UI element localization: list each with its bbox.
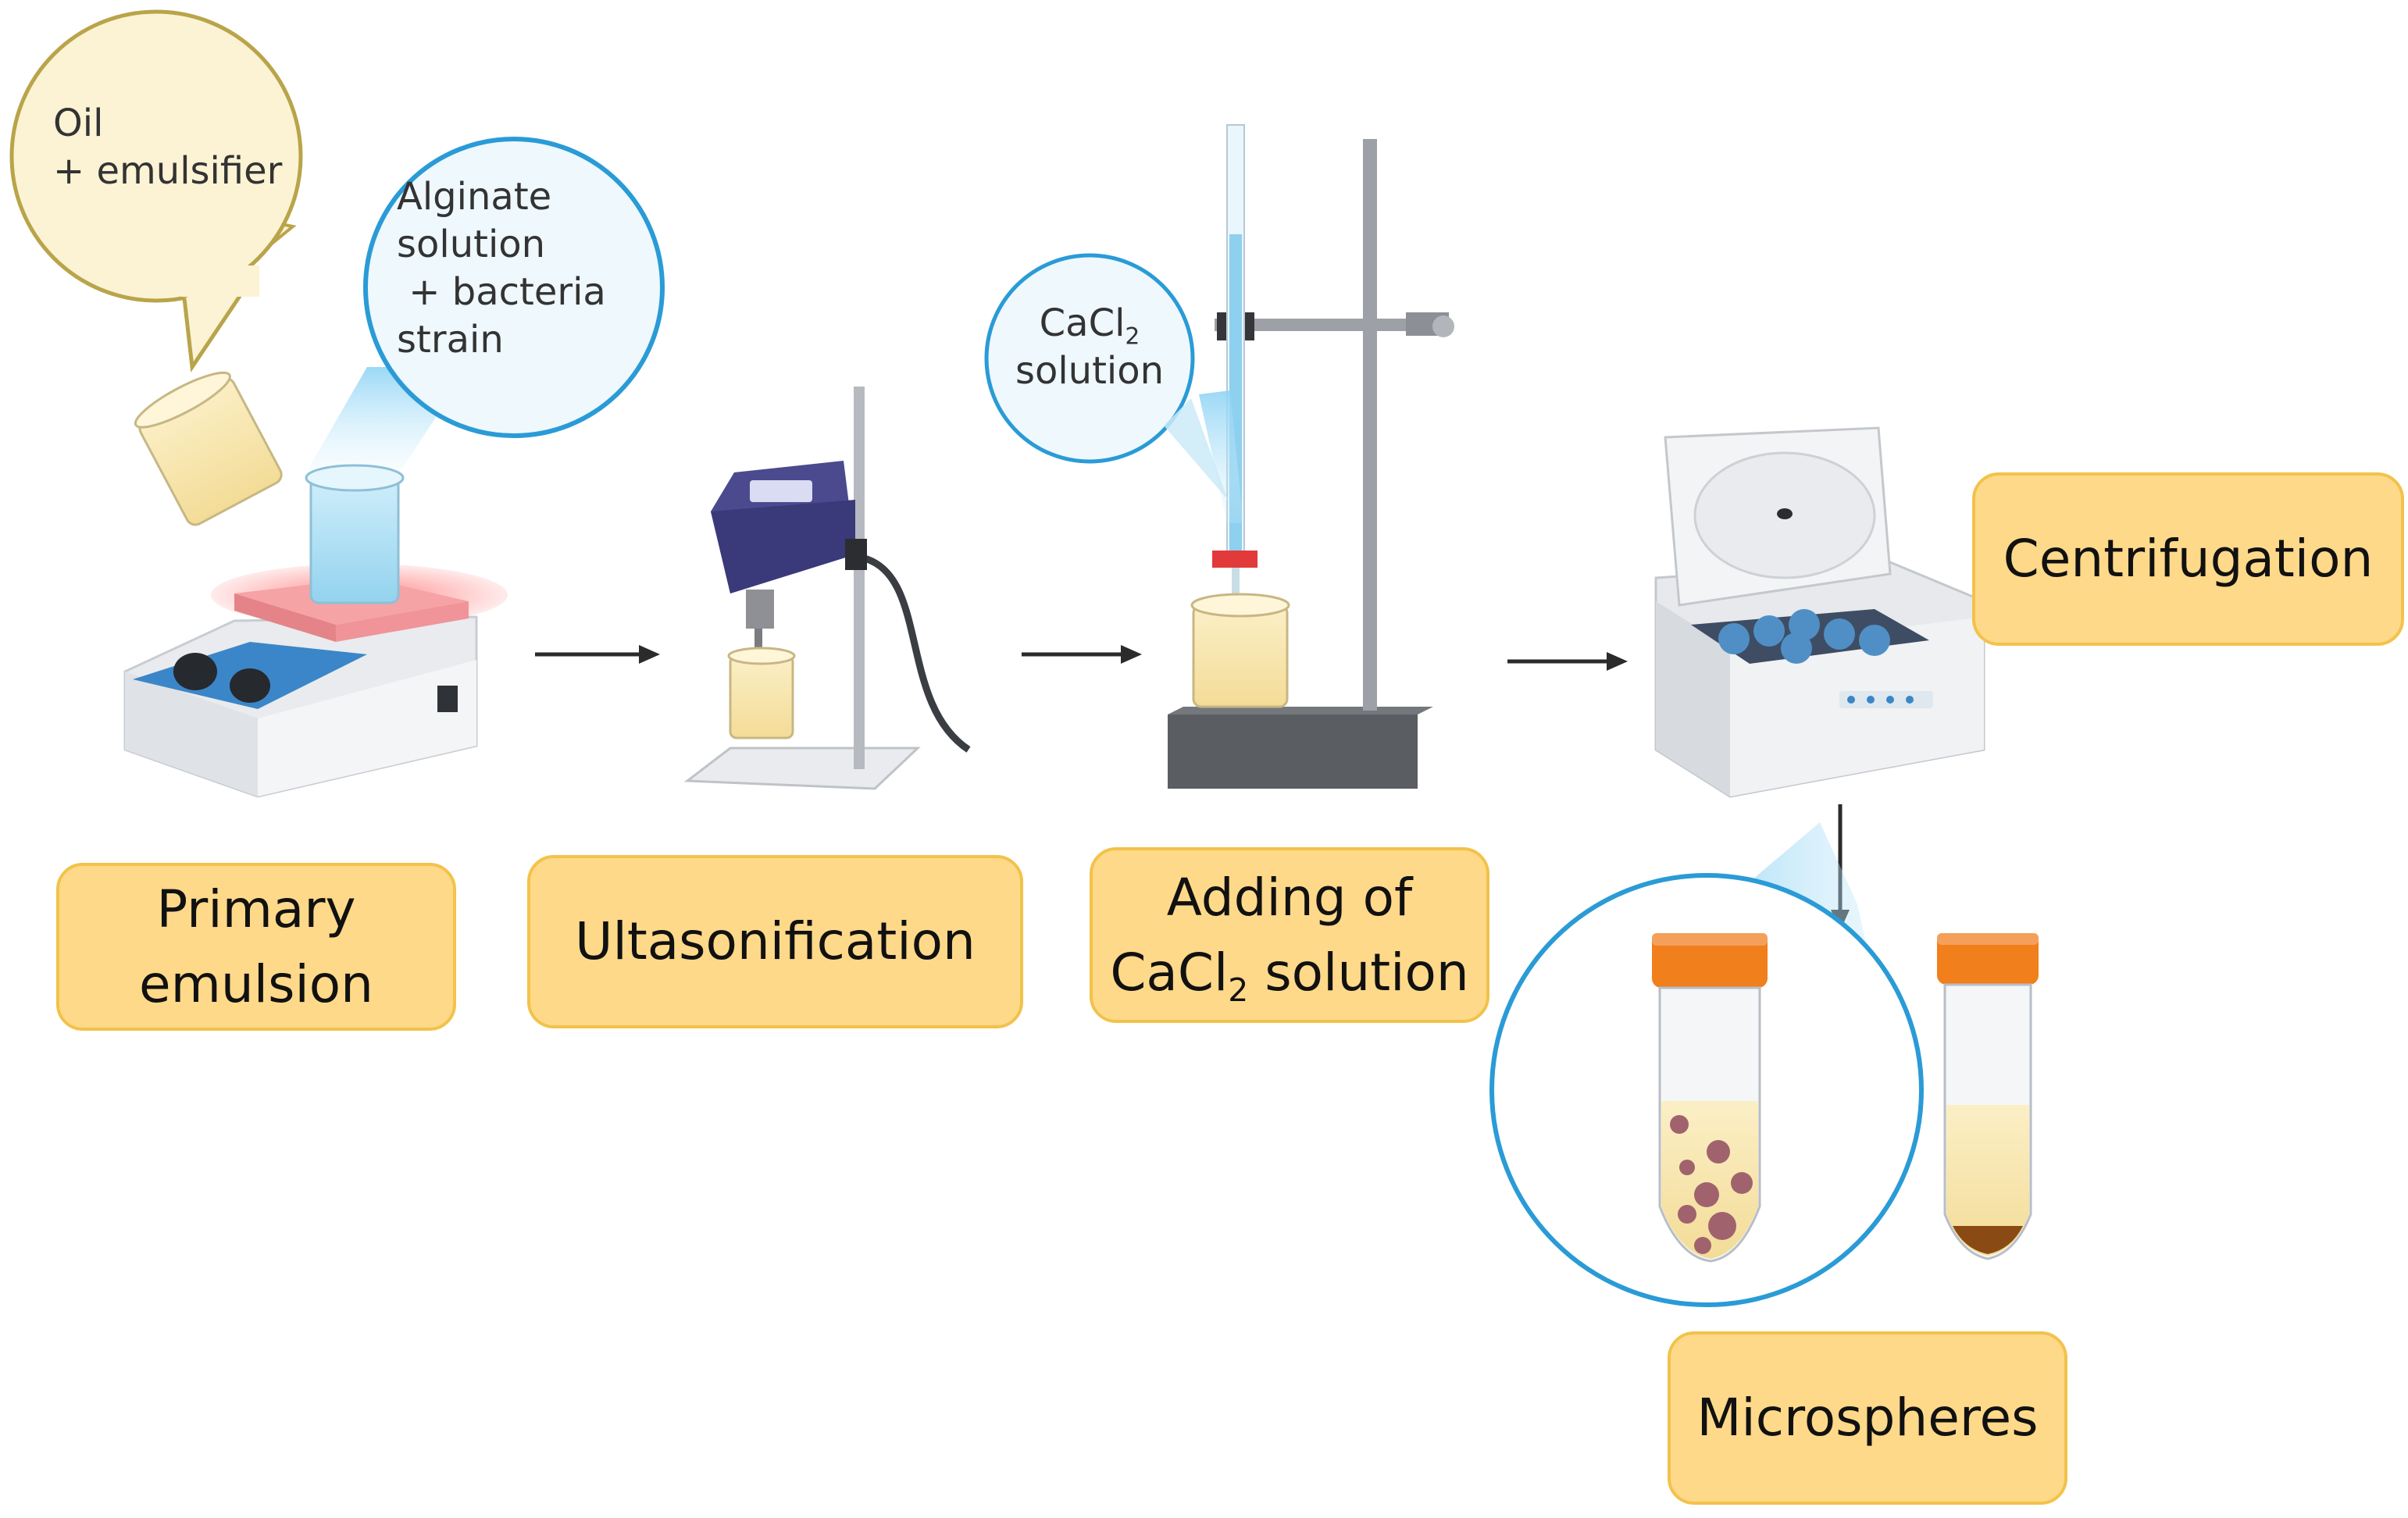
centrifugation-text: Centrifugation (2003, 529, 2374, 590)
microspheres-text: Microspheres (1696, 1388, 2039, 1449)
cacl2-bubble-text: CaCl2 solution (1011, 300, 1168, 395)
cacl2-subscript: 2 (1125, 322, 1140, 351)
oil-emulsifier-bubble (9, 9, 303, 373)
alginate-text-line-1: Alginate (397, 175, 552, 219)
alginate-text-line-4: strain (397, 317, 504, 362)
magnetic-stirrer-icon (123, 464, 508, 798)
cacl2-main: CaCl (1039, 301, 1126, 345)
primary-line-2: emulsion (139, 953, 373, 1014)
adding-cacl2-label: Adding of CaCl2 solution (1090, 847, 1489, 1023)
centrifugation-label: Centrifugation (1972, 472, 2404, 646)
cacl2-bubble (984, 253, 1243, 523)
ultasonification-label: Ultasonification (527, 855, 1023, 1028)
primary-line-1: Primary (156, 878, 356, 939)
primary-emulsion-label: Primary emulsion (56, 863, 456, 1031)
cacl2-text-line-2: solution (1015, 348, 1165, 393)
alginate-bubble (309, 137, 665, 469)
tube-with-pellet-icon (1937, 933, 2039, 1260)
oil-bubble-text: Oil + emulsifier (53, 100, 282, 195)
cacl2-text-line-1: CaCl2 (1011, 300, 1168, 348)
oil-text-line-1: Oil (53, 102, 104, 145)
adding-subscript: 2 (1228, 971, 1249, 1009)
centrifuge-icon (1654, 426, 1985, 798)
alginate-text-line-3: + bacteria (397, 269, 606, 314)
alginate-bubble-text: Alginate solution + bacteria strain (397, 173, 606, 364)
alginate-text-line-2: solution (397, 222, 546, 266)
ultasonification-text: Ultasonification (575, 911, 976, 972)
ultrasonic-homogenizer-icon (683, 387, 971, 790)
pouring-beaker-icon (134, 371, 283, 526)
adding-solution: solution (1248, 942, 1469, 1003)
oil-text-line-2: + emulsifier (53, 148, 283, 193)
tube-with-microspheres-icon (1652, 933, 1768, 1263)
adding-line-2: CaCl2 solution (1110, 935, 1468, 1010)
adding-line-1: Adding of (1166, 867, 1413, 928)
microspheres-label: Microspheres (1668, 1331, 2067, 1505)
adding-cacl: CaCl (1110, 942, 1229, 1003)
